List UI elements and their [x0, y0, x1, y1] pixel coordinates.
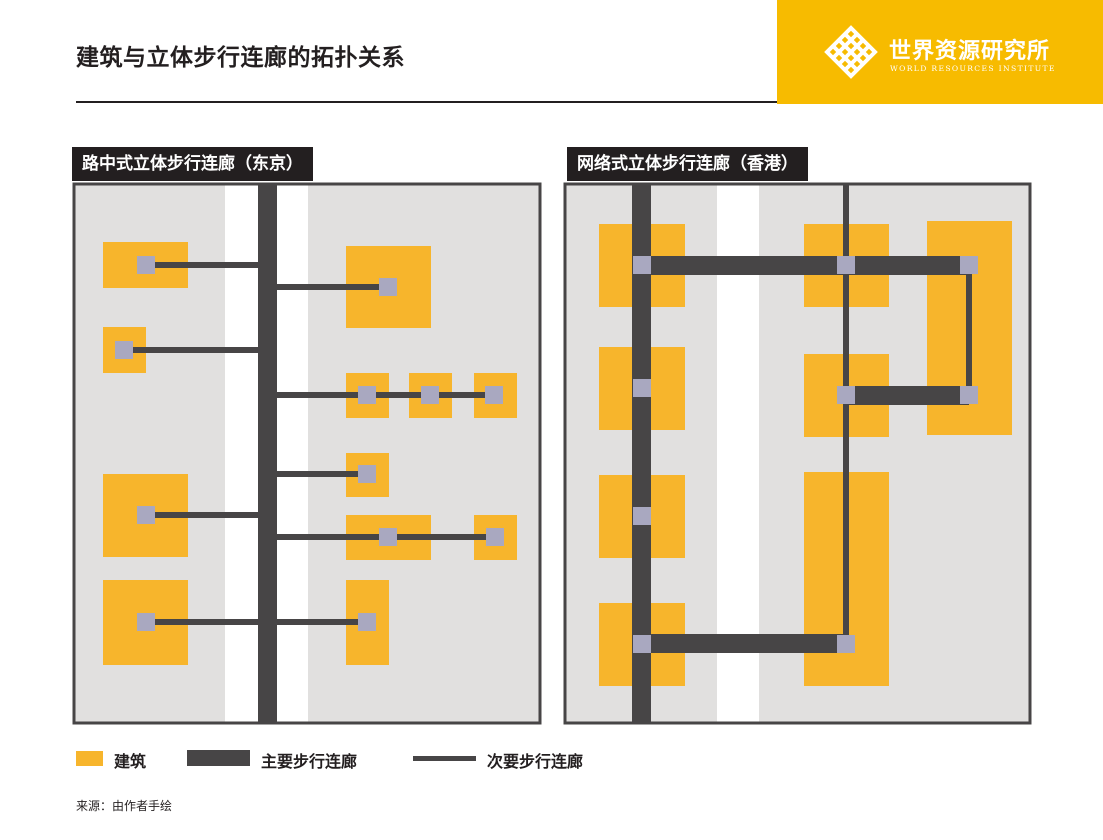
tokyo-nodes	[115, 256, 504, 631]
hongkong-panel	[563, 182, 1032, 725]
tokyo-frame	[72, 182, 542, 725]
corridor-node	[633, 256, 651, 274]
tokyo-panel	[72, 182, 542, 725]
corridor-node	[137, 256, 155, 274]
corridor-node	[358, 386, 376, 404]
legend-building-swatch	[76, 751, 103, 766]
legend-main-corridor-swatch	[187, 750, 250, 766]
tokyo-main-corridor	[258, 184, 277, 723]
corridor-node	[379, 278, 397, 296]
corridor-node	[633, 507, 651, 525]
legend-secondary-corridor-label: 次要步行连廊	[487, 752, 584, 771]
hongkong-main-corridors	[632, 184, 969, 723]
corridor-node	[137, 506, 155, 524]
corridor-node	[837, 635, 855, 653]
corridor-node	[421, 386, 439, 404]
page-title: 建筑与立体步行连廊的拓扑关系	[76, 45, 405, 71]
corridor-node	[960, 256, 978, 274]
legend-secondary-corridor-swatch	[413, 756, 476, 761]
corridor-node	[137, 613, 155, 631]
main-corridor	[846, 386, 969, 405]
legend-building-label: 建筑	[114, 752, 147, 771]
legend-main-corridor-label: 主要步行连廊	[261, 752, 358, 771]
hongkong-frame	[563, 182, 1032, 725]
wri-logo: 世界资源研究所 WORLD RESOURCES INSTITUTE	[777, 0, 1103, 104]
corridor-node	[115, 341, 133, 359]
wri-knot-icon	[824, 25, 878, 79]
corridor-node	[633, 379, 651, 397]
corridor-node	[633, 635, 651, 653]
corridor-node	[837, 256, 855, 274]
main-corridor	[642, 256, 969, 275]
title-divider	[76, 101, 778, 103]
tokyo-panel-label: 路中式立体步行连廊（东京）	[72, 147, 313, 181]
legend	[76, 750, 476, 766]
corridor-node	[486, 528, 504, 546]
corridor-node	[837, 386, 855, 404]
corridor-node	[379, 528, 397, 546]
corridor-node	[485, 386, 503, 404]
hongkong-nodes	[633, 256, 978, 653]
corridor-node	[358, 613, 376, 631]
logo-subtitle: WORLD RESOURCES INSTITUTE	[890, 64, 1056, 73]
hongkong-panel-label: 网络式立体步行连廊（香港）	[567, 147, 808, 181]
logo-name: 世界资源研究所	[889, 38, 1051, 64]
source-note: 来源：由作者手绘	[76, 799, 173, 813]
main-corridor	[632, 184, 651, 723]
main-corridor	[642, 634, 846, 653]
corridor-node	[960, 386, 978, 404]
corridor-node	[358, 465, 376, 483]
